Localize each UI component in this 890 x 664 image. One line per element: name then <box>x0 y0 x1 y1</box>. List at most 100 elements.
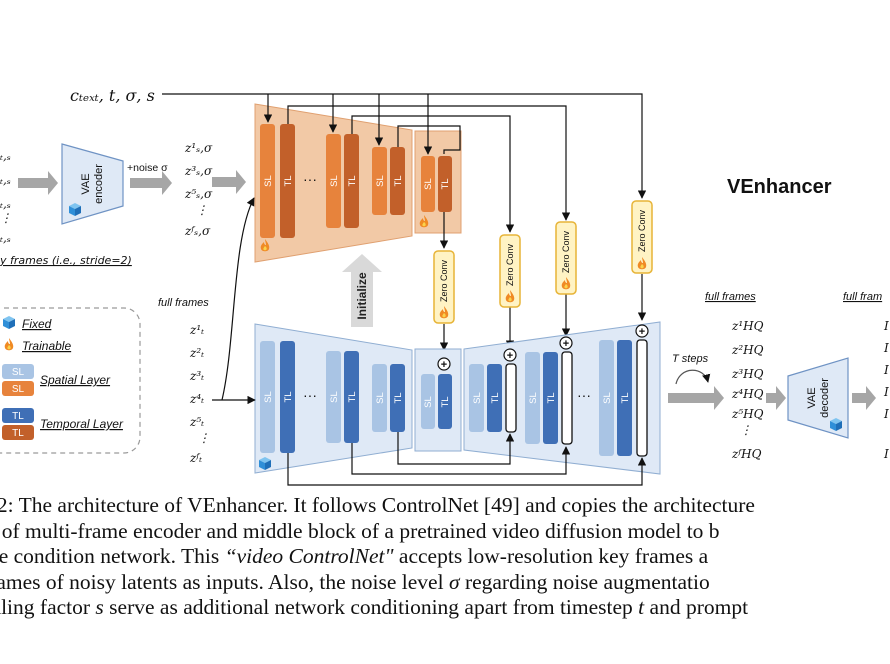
caption-line-1: e 2: The architecture of VEnhancer. It f… <box>0 493 755 517</box>
legend-sl-blue: SL <box>12 367 25 378</box>
arrow-to-output <box>852 386 876 410</box>
arrow-noise <box>130 171 172 195</box>
main-tl-label: TL <box>546 392 557 403</box>
main-tl-label: TL <box>283 391 294 402</box>
t-steps-label: T steps <box>672 353 709 365</box>
initialize-arrow <box>342 254 382 327</box>
hq-latent: ⋮ <box>740 423 752 437</box>
full-latent: z³ₜ <box>189 369 204 383</box>
t-steps-loop <box>675 369 711 385</box>
caption-text: accepts low-resolution key frames a <box>393 544 709 568</box>
output-frame: I <box>883 385 889 399</box>
main-layers <box>260 339 648 457</box>
control-output-line <box>351 115 515 233</box>
skip-connection <box>351 443 571 475</box>
main-tl-label: TL <box>393 392 404 403</box>
vae-encoder-label-1: VAE <box>80 173 92 194</box>
main-sl-label: SL <box>263 391 274 403</box>
legend-temporal: Temporal Layer <box>40 417 124 431</box>
add-symbol: + <box>639 326 645 338</box>
caption-line-5: caling factor s serve as additional netw… <box>0 595 890 621</box>
caption-text: caling factor <box>0 595 91 619</box>
control-output-line <box>287 105 571 221</box>
vae-encoder <box>61 143 124 225</box>
condition-line <box>162 93 647 199</box>
noisy-latent: ⋮ <box>196 203 208 217</box>
left-frames-list: ₜ,ₛ ₜ,ₛ ₜ,ₛ ⋮ ₜ,ₛ <box>0 149 12 245</box>
full-latent: z⁵ₜ <box>189 415 204 429</box>
noisy-latent: z⁵ₛ,σ <box>184 187 213 201</box>
full-latent: zᶠₜ <box>189 451 202 465</box>
caption-text: and prompt <box>644 595 749 619</box>
hq-latent: z¹HQ <box>731 319 764 333</box>
legend-trainable: Trainable <box>22 339 71 353</box>
main-tl-label: TL <box>490 392 501 403</box>
caption-text: frames of noisy latents as inputs. Also,… <box>0 569 449 594</box>
zero-conv-label: Zero Conv <box>439 259 449 302</box>
left-frame: ⋮ <box>0 211 12 225</box>
legend-cube-icon <box>3 316 15 329</box>
noisy-latent: z¹ₛ,σ <box>184 141 213 155</box>
full-latent: z²ₜ <box>189 346 204 360</box>
main-sl-label: SL <box>329 391 340 403</box>
main-tl-label: TL <box>620 392 631 403</box>
control-ellipsis: ··· <box>303 171 317 187</box>
main-sl-label: SL <box>375 392 386 404</box>
main-tl-label: TL <box>440 396 451 407</box>
control-layers <box>260 124 452 238</box>
full-latent: ⋮ <box>198 431 210 445</box>
noisy-latent: z³ₛ,σ <box>184 164 213 178</box>
caption-text: serve as additional network conditioning… <box>103 595 639 619</box>
vae-decoder <box>787 357 849 439</box>
left-frames-caption: y frames (i.e., stride=2) <box>0 254 132 267</box>
legend-sl-orange: SL <box>12 384 25 395</box>
left-frame: ₜ,ₛ <box>0 149 11 163</box>
legend-tl-blue: TL <box>12 411 24 422</box>
full-frames-label-far-right: full fram <box>843 291 882 303</box>
zero-conv-label: Zero Conv <box>505 243 515 286</box>
control-sl-label: SL <box>263 175 274 187</box>
hq-latent: z⁴HQ <box>731 387 764 401</box>
caption-symbol: t <box>638 595 645 619</box>
full-latent: z⁴ₜ <box>189 392 204 406</box>
main-ellipsis: ··· <box>303 387 317 403</box>
condition-inputs: cₜₑₓₜ, t, σ, s <box>70 86 155 105</box>
caption-emphasis: “video ControlNet" <box>224 544 394 568</box>
caption-symbol: σ <box>448 569 460 594</box>
zero-conv-label: Zero Conv <box>561 230 571 273</box>
legend-box <box>0 307 141 454</box>
caption-line-4: frames of noisy latents as inputs. Also,… <box>0 570 890 596</box>
arrow-to-hq <box>668 386 724 410</box>
skip-connection <box>397 432 515 465</box>
main-sl-label: SL <box>602 392 613 404</box>
noisy-latent: zᶠₛ,σ <box>184 224 211 238</box>
left-frame: ₜ,ₛ <box>0 231 11 245</box>
zero-conv-label: Zero Conv <box>637 209 647 252</box>
vae-decoder-label-2: decoder <box>819 378 831 418</box>
legend-tl-orange: TL <box>12 428 24 439</box>
add-symbol: + <box>507 350 513 362</box>
control-tl-label: TL <box>393 175 404 186</box>
figure-caption: e 2: The architecture of VEnhancer. It f… <box>0 493 890 621</box>
control-tl-label: TL <box>347 175 358 186</box>
output-frame: I <box>883 407 889 421</box>
arrow-to-encoder <box>18 171 58 195</box>
caption-text: ble condition network. This <box>0 544 225 568</box>
legend-flame-icon <box>4 338 14 351</box>
vae-encoder-label-2: encoder <box>93 164 105 204</box>
figure-title: VEnhancer <box>727 176 832 198</box>
main-tl-label: TL <box>347 391 358 402</box>
skip-connection <box>287 453 647 486</box>
control-output-line <box>397 125 461 154</box>
control-tl-label: TL <box>440 178 451 189</box>
left-frame: ₜ,ₛ <box>0 197 11 211</box>
control-sl-label: SL <box>423 178 434 190</box>
left-frame: ₜ,ₛ <box>0 173 11 187</box>
initialize-label: Initialize <box>355 272 369 320</box>
hq-latent: z³HQ <box>731 367 764 381</box>
full-frames-label-right: full frames <box>705 291 756 303</box>
add-nodes <box>437 324 649 371</box>
arrow-to-decoder <box>766 386 786 410</box>
hq-latent: z²HQ <box>731 343 764 357</box>
output-frame: I <box>883 363 889 377</box>
